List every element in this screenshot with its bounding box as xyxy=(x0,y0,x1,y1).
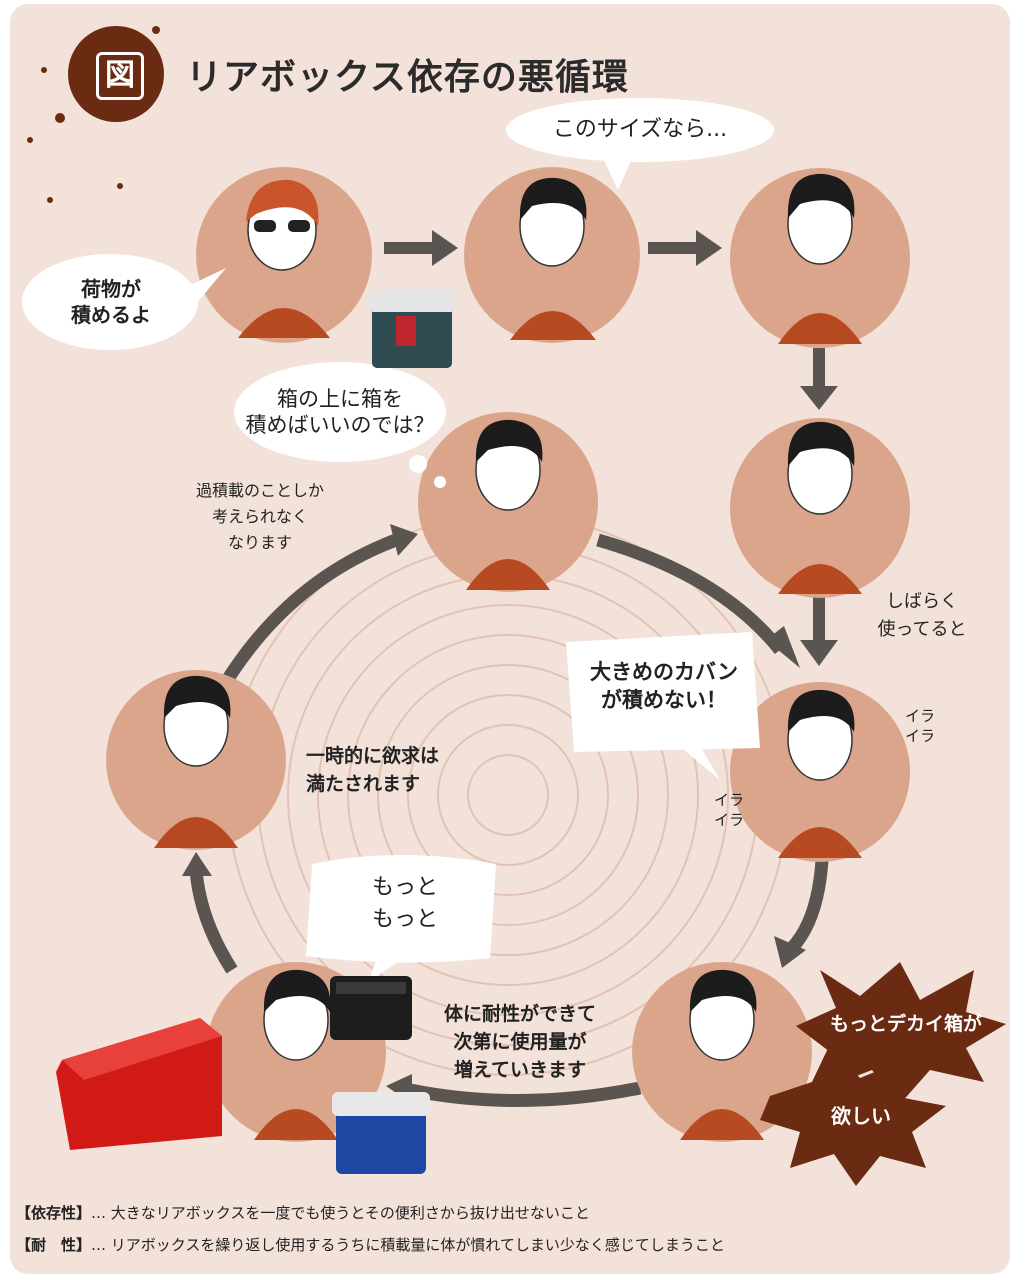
bubble-text-1: 荷物が 積めるよ xyxy=(71,277,151,327)
irritation-text-1: イラ イラ xyxy=(904,707,935,745)
legend-term-tolerance: 【耐 性】 xyxy=(16,1236,92,1254)
speech-bubbles xyxy=(22,98,774,982)
bubble-text-4: 大きめのカバン が積めない！ xyxy=(589,660,739,712)
irritation-text-2: イラ イラ xyxy=(713,791,744,829)
bubble-text-5: もっと もっと xyxy=(371,875,438,932)
legend-term-dependence: 【依存性】 xyxy=(16,1204,92,1222)
figure-title: リアボックス依存の悪循環 xyxy=(186,57,629,98)
caption-tolerance: 体に耐性ができて 次第に使用量が 増えていきます xyxy=(443,1003,596,1081)
starburst-text-1: もっとデカイ箱が xyxy=(829,1013,982,1035)
rear-boxes xyxy=(56,290,456,1174)
figure-badge: 図 xyxy=(96,52,144,100)
caption-overload: 過積載のことしか 考えられなく なります xyxy=(195,481,324,552)
legend-def-tolerance: … リアボックスを繰り返し使用するうちに積載量に体が慣れてしまい少なく感じてしま… xyxy=(91,1236,725,1254)
legend-tolerance: 【耐 性】… リアボックスを繰り返し使用するうちに積載量に体が慣れてしまい少なく… xyxy=(16,1234,725,1255)
people xyxy=(154,173,862,1140)
caption-satisfied: 一時的に欲求は 満たされます xyxy=(306,745,440,795)
legend-dependence: 【依存性】… 大きなリアボックスを一度でも使うとその便利さから抜け出せないこと xyxy=(16,1202,590,1223)
starbursts xyxy=(760,962,1006,1186)
starburst-text-2: 欲しい xyxy=(831,1104,891,1128)
caption-after-while: しばらく 使ってると xyxy=(877,591,967,640)
bubble-text-2: このサイズなら... xyxy=(552,117,728,142)
bubble-text-3: 箱の上に箱を 積めばいいのでは？ xyxy=(245,387,435,437)
legend-def-dependence: … 大きなリアボックスを一度でも使うとその便利さから抜け出せないこと xyxy=(91,1204,590,1222)
